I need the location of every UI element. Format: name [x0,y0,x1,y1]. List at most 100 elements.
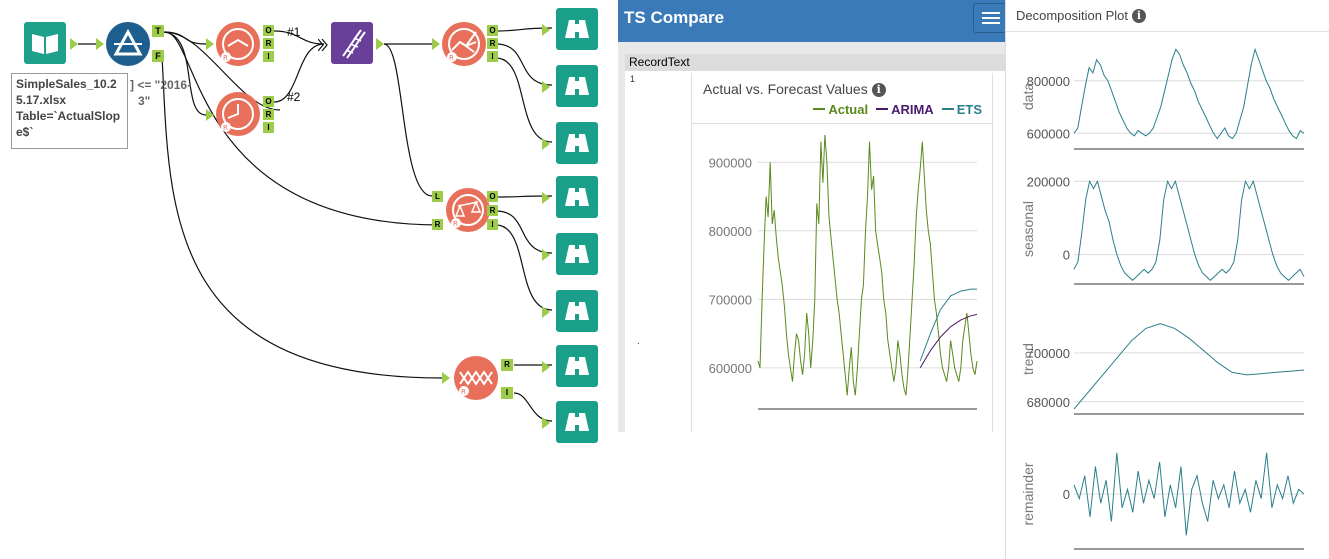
clock-icon: R [221,98,254,132]
info-icon[interactable]: i [1132,9,1146,23]
output-anchor-r[interactable]: R [501,359,513,371]
output-anchor-i[interactable]: I [487,51,498,62]
legend-label: Actual [828,102,869,117]
browse-tool[interactable] [556,65,598,107]
input-anchor[interactable] [542,306,550,318]
series-line-actual [757,134,978,396]
hamburger-line [982,17,1000,19]
connection[interactable] [164,31,441,226]
info-icon[interactable]: i [871,83,886,97]
legend-swatch [941,108,954,110]
output-anchor-o[interactable]: O [263,96,274,107]
input-tool-annotation: SimpleSales_10.25.17.xlsx Table=`ActualS… [11,73,128,149]
connection[interactable] [383,43,433,197]
binoculars-icon [565,188,589,206]
connection[interactable] [495,43,553,86]
binoculars-icon [565,302,589,320]
output-anchor[interactable] [70,38,78,50]
binoculars-icon [565,134,589,152]
r-model-tool-1[interactable]: R [216,22,260,66]
legend-label: ETS [956,102,982,117]
connection[interactable] [273,43,325,103]
connection[interactable] [273,30,325,45]
output-anchor-o[interactable]: O [263,25,274,36]
input-anchor-l[interactable]: L [432,191,443,202]
chart-legend: Actual ARIMA ETS [702,102,982,117]
legend-swatch [813,108,826,110]
connection[interactable] [513,392,553,422]
input-anchor[interactable] [542,192,550,204]
r-forecast-tool[interactable]: R [442,22,486,66]
workflow-canvas[interactable]: T F R O R I #1 R O R I #2 [0,0,618,559]
decomposition-plot: 800000600000data2000000seasonal700000680… [1020,47,1305,550]
browse-tool[interactable] [556,176,598,218]
browse-tool[interactable] [556,290,598,332]
series-line-seasonal [1073,179,1305,281]
browse-tool[interactable] [556,345,598,387]
record-text: . [637,336,640,347]
connection[interactable] [495,57,553,143]
legend-item[interactable]: ARIMA [876,102,934,117]
input-anchor[interactable] [96,38,104,50]
connection-label: #2 [287,90,301,104]
input-anchor[interactable] [542,417,550,429]
output-anchor-r[interactable]: R [263,38,274,49]
y-tick-label: 680000 [1027,395,1070,410]
legend-label: ARIMA [891,102,934,117]
multi-input-anchor[interactable] [317,38,328,52]
legend-item[interactable]: ETS [941,102,982,117]
column-header-recordtext[interactable]: RecordText [625,54,1005,71]
filter-tool[interactable] [106,22,150,66]
input-anchor[interactable] [542,249,550,261]
output-anchor-i[interactable]: I [487,219,498,230]
browse-tool[interactable] [556,401,598,443]
input-anchor[interactable] [542,361,550,373]
input-anchor[interactable] [442,372,450,384]
chart-title-text: Actual vs. Forecast Values [703,81,868,97]
y-tick-label: 900000 [709,155,752,170]
forecast-icon: R [447,28,480,62]
input-anchor-r[interactable]: R [432,219,443,230]
row-number: 1 [630,74,636,84]
output-anchor-r[interactable]: R [263,109,274,120]
connection[interactable] [161,55,443,379]
y-tick-label: 0 [1063,487,1070,502]
input-anchor[interactable] [542,24,550,36]
input-data-tool[interactable] [24,22,66,64]
union-tool[interactable] [331,22,373,64]
output-anchor-o[interactable]: O [487,191,498,202]
output-anchor[interactable] [376,38,384,50]
svg-text:R: R [223,54,228,62]
ts-compare-title: TS Compare [624,8,725,27]
legend-item[interactable]: Actual [813,102,868,117]
output-anchor-r[interactable]: R [487,205,498,216]
r-model-tool-2[interactable]: R [216,92,260,136]
output-anchor-r[interactable]: R [487,38,498,49]
output-anchor-o[interactable]: O [487,25,498,36]
connection[interactable] [495,224,553,311]
browse-tool[interactable] [556,122,598,164]
series-line-data [1073,47,1305,140]
browse-tool[interactable] [556,233,598,275]
input-anchor[interactable] [542,138,550,150]
input-anchor[interactable] [206,109,214,121]
filter-false-anchor[interactable]: F [152,50,164,62]
series-line-ets [919,288,977,362]
ts-decomposition-tool[interactable]: R [454,356,498,400]
input-anchor[interactable] [432,38,440,50]
hamburger-menu-button[interactable] [973,3,1007,33]
tooltip-text: SimpleSales_10.25.17.xlsx Table=`ActualS… [16,77,121,139]
browse-tool[interactable] [556,8,598,50]
ts-compare-tool[interactable]: R [446,188,490,232]
input-anchor[interactable] [542,81,550,93]
svg-text:R: R [449,54,454,62]
output-anchor-i[interactable]: I [501,387,513,399]
output-anchor-i[interactable]: I [263,51,274,62]
filter-true-anchor[interactable]: T [152,25,164,37]
connection[interactable] [495,210,553,254]
input-anchor[interactable] [206,38,214,50]
output-anchor-i[interactable]: I [263,122,274,133]
